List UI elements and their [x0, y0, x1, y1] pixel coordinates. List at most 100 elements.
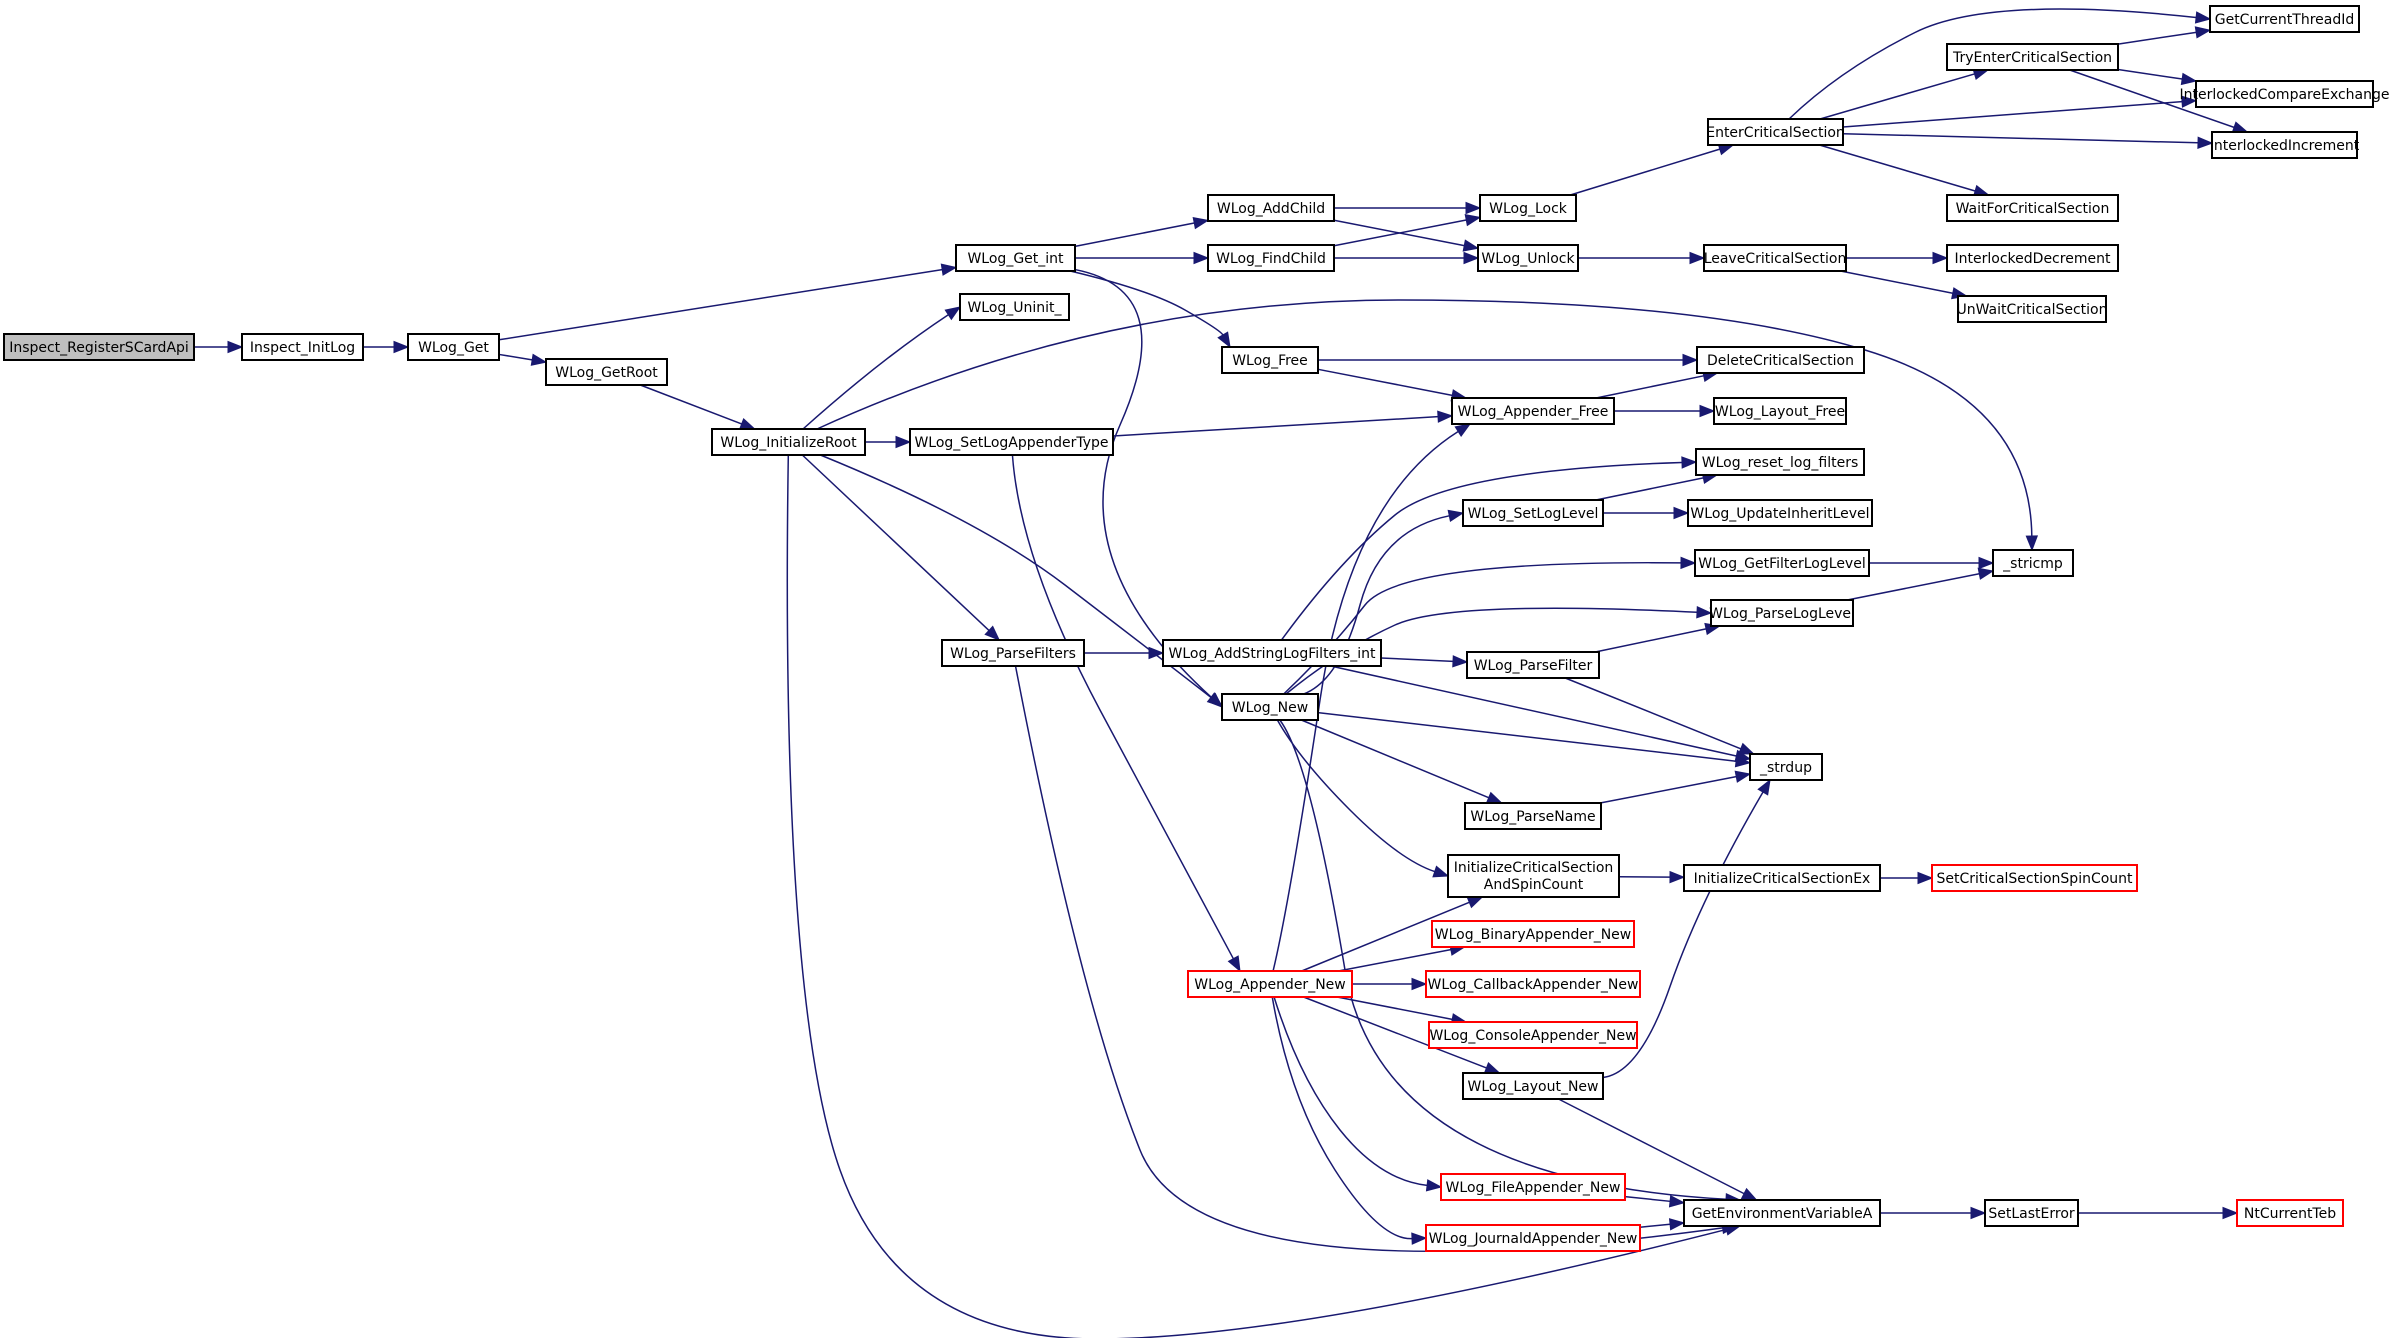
edge-wlog-initializeroot-to-stricmp: [816, 299, 2039, 552]
node-label: WLog_ParseFilter: [1474, 658, 1593, 674]
node-box: [1477, 244, 1579, 272]
edge-wlog-free-to-wlog-appender-free: [1317, 368, 1468, 402]
node-wlog-appender-free[interactable]: WLog_Appender_Free: [1451, 397, 1615, 425]
edge-wlog-setloglevel-to-wlog-updateinheritlevel: [1603, 506, 1690, 520]
node-wlog-get[interactable]: WLog_Get: [407, 333, 500, 361]
node-label: WLog_GetRoot: [555, 365, 658, 381]
node-label: WaitForCriticalSection: [1956, 201, 2110, 217]
node-setlasterror[interactable]: SetLastError: [1984, 1199, 2079, 1227]
edge-wlog-setlogappendertype-to-wlog-appender-new: [1011, 454, 1241, 973]
node-waitforcriticalsection[interactable]: WaitForCriticalSection: [1946, 194, 2119, 222]
node-wlog-free[interactable]: WLog_Free: [1221, 346, 1319, 374]
node-unwaitcriticalsection[interactable]: UnWaitCriticalSection: [1956, 295, 2108, 323]
node-box: [1451, 397, 1615, 425]
node-box: [941, 639, 1085, 667]
node-wlog-fileappender-new[interactable]: WLog_FileAppender_New: [1440, 1173, 1626, 1201]
node-strdup[interactable]: _strdup: [1749, 753, 1823, 781]
node-label: WLog_Unlock: [1481, 251, 1575, 267]
node-wlog-callbackappender-new[interactable]: WLog_CallbackAppender_New: [1425, 970, 1641, 998]
node-box: [1462, 1072, 1604, 1100]
edge-entercriticalsection-to-interlockedincrement: [1842, 132, 2214, 150]
node-wlog-findchild[interactable]: WLog_FindChild: [1207, 244, 1335, 272]
node-wlog-getroot[interactable]: WLog_GetRoot: [545, 358, 668, 386]
node-box: [1713, 397, 1847, 425]
node-wlog-parsefilter[interactable]: WLog_ParseFilter: [1466, 651, 1600, 679]
node-wlog-uninit[interactable]: WLog_Uninit_: [959, 293, 1070, 321]
node-getcurrentthreadid[interactable]: GetCurrentThreadId: [2209, 5, 2360, 33]
node-interlockedincrement[interactable]: InterlockedIncrement: [2210, 131, 2360, 159]
edge-wlog-layout-new-to-strdup: [1602, 778, 1771, 1079]
edge-leavecriticalsection-to-interlockeddecrement: [1846, 251, 1949, 265]
node-box: [1440, 1173, 1626, 1201]
edge-wlog-get-int-to-wlog-findchild: [1075, 251, 1210, 265]
node-inspect-registerscardapi[interactable]: Inspect_RegisterSCardApi: [3, 333, 195, 361]
node-label: NtCurrentTeb: [2244, 1206, 2336, 1222]
edge-wlog-addstringlogfilters-int-to-wlog-reset-log-filters: [1280, 456, 1698, 641]
edge-wlog-appender-free-to-deletecriticalsection: [1595, 369, 1719, 399]
node-deletecriticalsection[interactable]: DeleteCriticalSection: [1696, 346, 1865, 374]
node-wlog-getfilterloglevel[interactable]: WLog_GetFilterLogLevel: [1694, 549, 1870, 577]
edge-getenvironmentvariablea-to-setlasterror: [1880, 1206, 1987, 1220]
edge-entercriticalsection-to-waitforcriticalsection: [1819, 144, 1990, 197]
node-label: WLog_Get: [418, 340, 489, 356]
node-box: [1749, 753, 1823, 781]
node-leavecriticalsection[interactable]: LeaveCriticalSection: [1703, 244, 1847, 272]
node-label: InterlockedCompareExchange: [2179, 87, 2389, 103]
node-wlog-get-int[interactable]: WLog_Get_int: [955, 244, 1076, 272]
node-stricmp[interactable]: _stricmp: [1992, 549, 2074, 577]
node-wlog-consoleappender-new[interactable]: WLog_ConsoleAppender_New: [1428, 1021, 1638, 1049]
node-label: InitializeCriticalSection: [1454, 860, 1614, 876]
node-wlog-parsefilters[interactable]: WLog_ParseFilters: [941, 639, 1085, 667]
node-label: WLog_AddChild: [1217, 201, 1325, 217]
node-label: WLog_FindChild: [1216, 251, 1326, 267]
node-entercriticalsection[interactable]: EnterCriticalSection: [1706, 118, 1845, 146]
node-label: WLog_JournaldAppender_New: [1429, 1231, 1638, 1247]
node-wlog-unlock[interactable]: WLog_Unlock: [1477, 244, 1579, 272]
node-wlog-new[interactable]: WLog_New: [1221, 693, 1319, 721]
edge-initializecriticalsection-andspincount-to-initializecriticalsectionex: [1618, 870, 1686, 884]
node-label: SetCriticalSectionSpinCount: [1936, 871, 2133, 887]
node-label: GetCurrentThreadId: [2215, 12, 2355, 28]
node-box: [241, 333, 364, 361]
edge-setlasterror-to-ntcurrentteb: [2078, 1206, 2239, 1220]
node-label: _stricmp: [2002, 556, 2063, 572]
edge-wlog-parsefilters-to-wlog-addstringlogfilters-int: [1084, 646, 1165, 660]
node-wlog-reset-log-filters[interactable]: WLog_reset_log_filters: [1695, 448, 1865, 476]
node-tryentercriticalsection[interactable]: TryEnterCriticalSection: [1946, 43, 2119, 71]
node-wlog-addstringlogfilters-int[interactable]: WLog_AddStringLogFilters_int: [1162, 639, 1382, 667]
edge-wlog-getfilterloglevel-to-stricmp: [1869, 556, 1995, 570]
edge-wlog-free-to-deletecriticalsection: [1318, 353, 1699, 367]
node-wlog-layout-new[interactable]: WLog_Layout_New: [1462, 1072, 1604, 1100]
node-ntcurrentteb[interactable]: NtCurrentTeb: [2236, 1199, 2344, 1227]
node-label: WLog_SetLogAppenderType: [914, 435, 1108, 451]
node-wlog-appender-new[interactable]: WLog_Appender_New: [1187, 970, 1353, 998]
node-interlockeddecrement[interactable]: InterlockedDecrement: [1946, 244, 2119, 272]
node-getenvironmentvariablea[interactable]: GetEnvironmentVariableA: [1683, 1199, 1881, 1227]
node-wlog-setlogappendertype[interactable]: WLog_SetLogAppenderType: [909, 428, 1114, 456]
edge-leavecriticalsection-to-unwaitcriticalsection: [1840, 270, 1968, 300]
node-setcriticalsectionspincount[interactable]: SetCriticalSectionSpinCount: [1931, 864, 2138, 892]
node-wlog-initializeroot[interactable]: WLog_InitializeRoot: [711, 428, 866, 456]
edge-wlog-getroot-to-wlog-initializeroot: [640, 384, 756, 430]
edge-wlog-appender-new-to-wlog-consoleappender-new: [1336, 996, 1468, 1026]
node-label: WLog_Uninit_: [967, 300, 1062, 316]
node-inspect-initlog[interactable]: Inspect_InitLog: [241, 333, 364, 361]
node-box: [1710, 599, 1854, 627]
edge-wlog-appender-new-to-wlog-journaldappender-new: [1271, 996, 1428, 1245]
node-wlog-updateinheritlevel[interactable]: WLog_UpdateInheritLevel: [1687, 499, 1873, 527]
node-box: [1207, 194, 1335, 222]
edge-wlog-addstringlogfilters-int-to-wlog-parsefilter: [1380, 655, 1469, 668]
node-wlog-binaryappender-new[interactable]: WLog_BinaryAppender_New: [1431, 920, 1635, 948]
node-wlog-layout-free[interactable]: WLog_Layout_Free: [1713, 397, 1847, 425]
node-wlog-parseloglevel[interactable]: WLog_ParseLogLevel: [1709, 599, 1855, 627]
node-initializecriticalsectionex[interactable]: InitializeCriticalSectionEx: [1683, 864, 1881, 892]
node-wlog-setloglevel[interactable]: WLog_SetLogLevel: [1462, 499, 1604, 527]
node-wlog-lock[interactable]: WLog_Lock: [1479, 194, 1577, 222]
node-wlog-parsename[interactable]: WLog_ParseName: [1464, 802, 1602, 830]
node-wlog-addchild[interactable]: WLog_AddChild: [1207, 194, 1335, 222]
edge-entercriticalsection-to-interlockedcompareexchange: [1842, 95, 2198, 128]
node-interlockedcompareexchange[interactable]: InterlockedCompareExchange: [2179, 80, 2390, 108]
node-wlog-journaldappender-new[interactable]: WLog_JournaldAppender_New: [1425, 1224, 1641, 1252]
node-label: WLog_Free: [1232, 353, 1308, 369]
